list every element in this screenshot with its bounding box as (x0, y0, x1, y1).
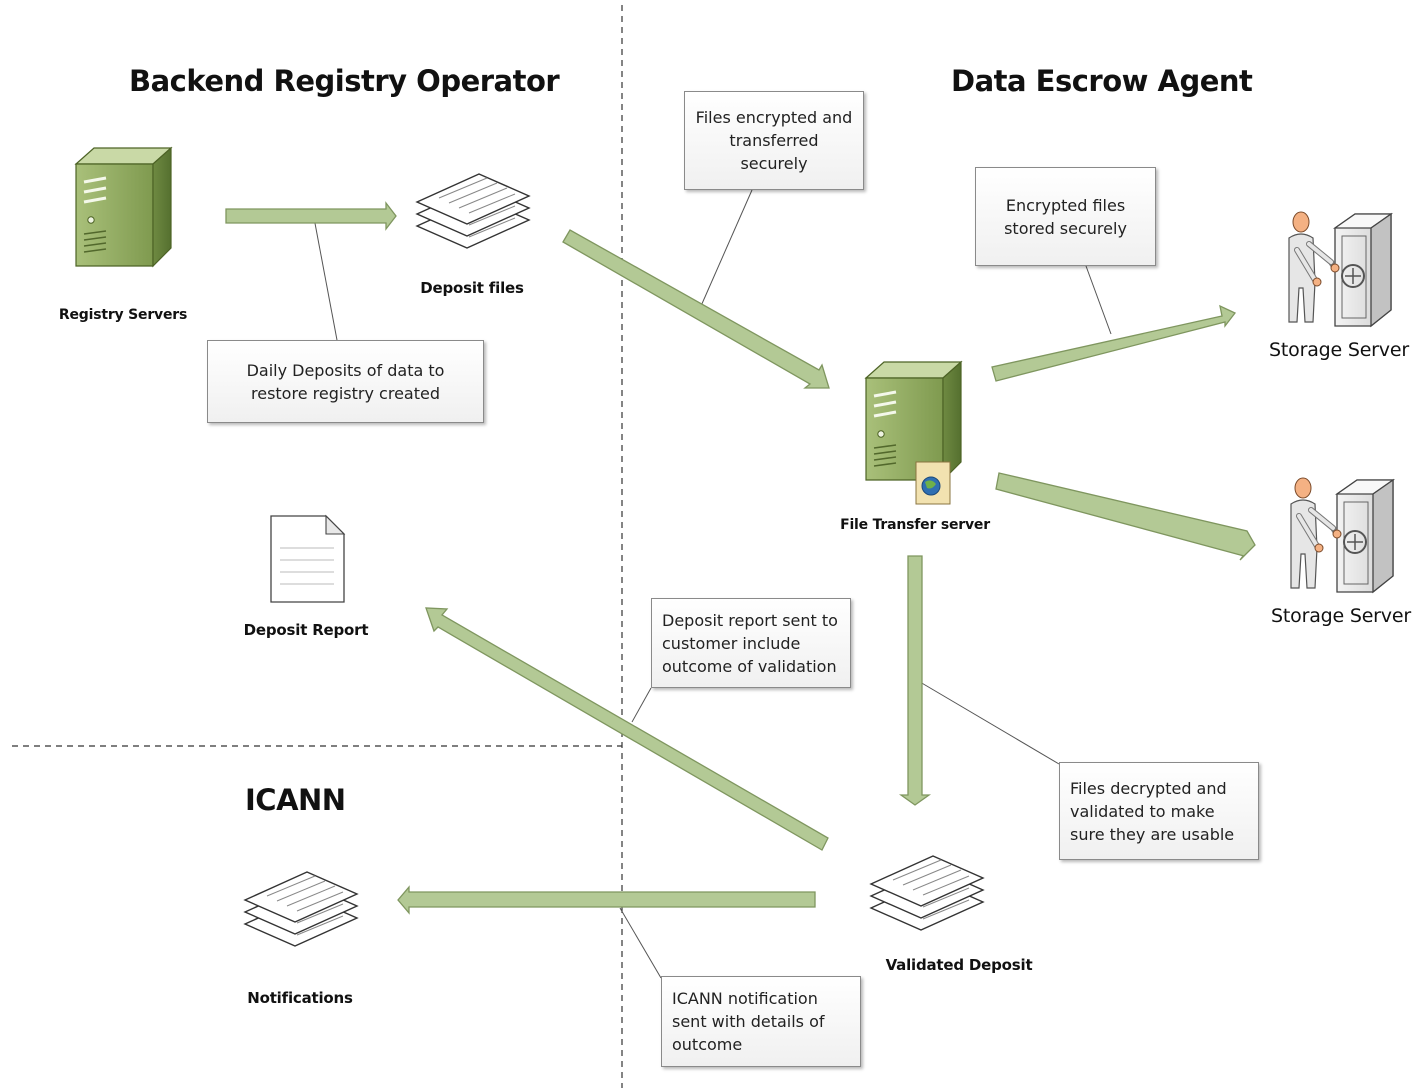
validated-deposit-icon (871, 856, 983, 930)
leader-daily-deposits (313, 217, 338, 341)
callout-decrypted-validated-text: Files decrypted and validated to make su… (1070, 778, 1235, 844)
label-notifications: Notifications (247, 989, 353, 1007)
callout-icann-notification: ICANN notification sent with details of … (661, 976, 861, 1067)
leader-encrypted-transfer (700, 189, 753, 307)
callout-encrypted-transfer: Files encrypted and transferred securely (684, 91, 864, 190)
leader-decrypted-validated (919, 681, 1060, 765)
arrow-transfer-to-storage-1 (991, 304, 1237, 382)
registry-server-icon (74, 146, 173, 268)
arrow-validated-to-report (425, 607, 829, 851)
callout-stored-securely: Encrypted files stored securely (975, 167, 1156, 266)
storage-server-2-icon (1291, 478, 1393, 592)
leader-icann-notification (619, 907, 662, 979)
callout-report-sent-text: Deposit report sent to customer include … (662, 610, 838, 676)
callout-daily-deposits: Daily Deposits of data to restore regist… (207, 340, 484, 423)
leader-report-sent (631, 687, 652, 723)
arrow-deposit-to-transfer (562, 229, 830, 389)
label-storage-server-1: Storage Server (1269, 339, 1409, 361)
notifications-icon (245, 872, 357, 946)
label-file-transfer-server: File Transfer server (840, 517, 990, 533)
label-deposit-report: Deposit Report (243, 621, 369, 639)
file-transfer-server-icon (864, 360, 963, 505)
deposit-files-icon (417, 174, 529, 248)
callout-encrypted-transfer-text: Files encrypted and transferred securely (695, 108, 853, 173)
label-deposit-files: Deposit files (420, 279, 524, 297)
deposit-report-icon (270, 514, 346, 603)
label-validated-deposit: Validated Deposit (885, 956, 1033, 974)
section-title-icann: ICANN (245, 783, 346, 817)
storage-server-1-icon (1289, 212, 1391, 326)
section-title-escrow: Data Escrow Agent (951, 64, 1253, 98)
section-title-backend: Backend Registry Operator (129, 64, 560, 98)
callout-decrypted-validated: Files decrypted and validated to make su… (1059, 762, 1259, 860)
arrow-transfer-to-validated (898, 555, 932, 806)
arrow-transfer-to-storage-2 (995, 472, 1256, 561)
label-storage-server-2: Storage Server (1271, 605, 1411, 627)
arrow-servers-to-deposit (225, 201, 397, 231)
callout-icann-notification-text: ICANN notification sent with details of … (672, 989, 825, 1054)
arrow-validated-to-notifications (397, 885, 816, 915)
callout-stored-securely-text: Encrypted files stored securely (1004, 195, 1127, 238)
label-registry-servers: Registry Servers (58, 307, 188, 323)
callout-daily-deposits-text: Daily Deposits of data to restore regist… (246, 360, 445, 403)
leader-stored-securely (1085, 265, 1112, 335)
callout-report-sent: Deposit report sent to customer include … (651, 598, 851, 688)
